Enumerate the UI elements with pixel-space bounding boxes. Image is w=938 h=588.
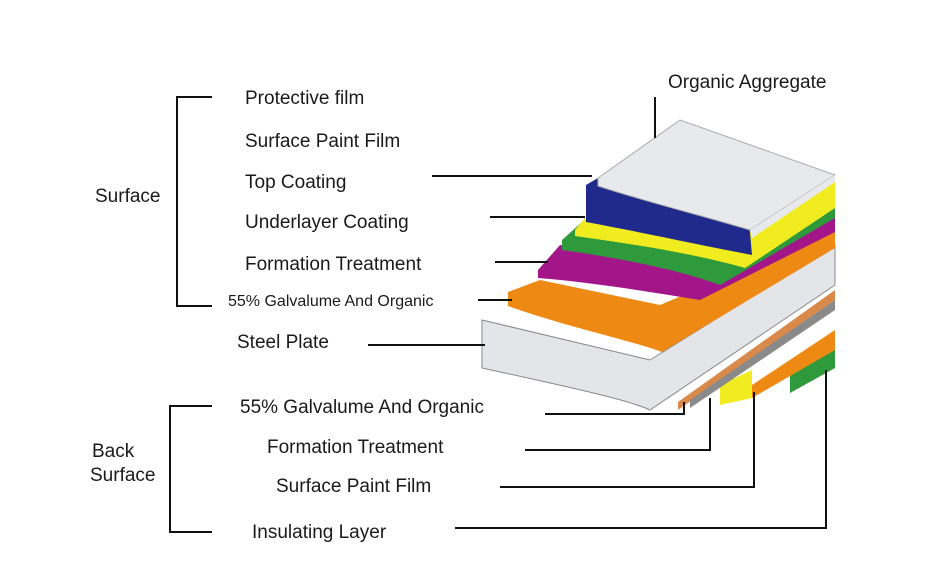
back-surface-group-label-1: Back (92, 441, 135, 462)
steel-plate-shape (481, 244, 836, 411)
galvalume-layer-shape (508, 232, 835, 352)
underlayer-coating-label: Underlayer Coating (245, 212, 409, 233)
layer-stack-illustration (481, 119, 837, 411)
back-orange-strip (752, 330, 835, 398)
back-formation-leader (525, 398, 711, 451)
protective-film-edge (750, 175, 835, 238)
back-surface-paint-film-label: Surface Paint Film (276, 476, 431, 497)
back-yellow-strip (720, 370, 752, 405)
back-insulating-leader (455, 370, 827, 529)
surface-group-label: Surface (95, 186, 160, 207)
labels: Organic Aggregate Surface Protective fil… (90, 72, 826, 543)
back-gray-strip (690, 300, 835, 408)
back-surface-group-label-2: Surface (90, 465, 155, 486)
surface-bracket (176, 96, 212, 307)
back-galvalume-leader (545, 402, 685, 415)
organic-aggregate-label: Organic Aggregate (668, 72, 826, 93)
back-formation-treatment-label: Formation Treatment (267, 437, 444, 458)
galvalume-organic-label: 55% Galvalume And Organic (228, 293, 433, 310)
back-paint-leader (500, 392, 755, 488)
back-surface-bracket (169, 405, 212, 533)
protective-film-shape (597, 119, 837, 231)
leader-lines (169, 96, 827, 533)
paint-film-blue-shape (586, 178, 752, 255)
insulating-layer-label: Insulating Layer (252, 522, 387, 543)
surface-paint-film-label: Surface Paint Film (245, 131, 400, 152)
protective-film-label: Protective film (245, 88, 364, 109)
back-galvalume-organic-label: 55% Galvalume And Organic (240, 397, 484, 418)
back-copper-strip (678, 290, 835, 410)
top-coating-label: Top Coating (245, 172, 346, 193)
formation-layer-shape (538, 215, 835, 300)
back-green-strip (790, 345, 835, 393)
steel-plate-label: Steel Plate (237, 332, 329, 353)
formation-treatment-label: Formation Treatment (245, 254, 422, 275)
top-coating-yellow-shape (575, 178, 835, 268)
